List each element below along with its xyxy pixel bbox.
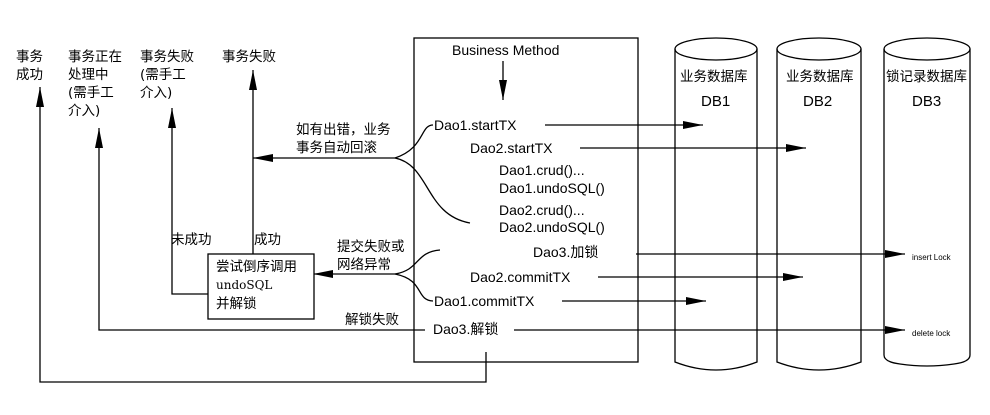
db1-label: 业务数据库 — [680, 69, 748, 85]
insert-lock-label: insert Lock — [912, 253, 951, 262]
undo-box-line1: 尝试倒序调用 — [216, 259, 297, 275]
step-dao2-commit: Dao2.commitTX — [470, 269, 571, 285]
outcome-failed: 事务失败 — [222, 49, 276, 65]
undo-box-line2: undoSQL — [216, 278, 273, 292]
step-dao3-unlock: Dao3.解锁 — [433, 321, 499, 337]
db2-label: 业务数据库 — [786, 69, 854, 85]
label-unlock-fail: 解锁失败 — [345, 312, 399, 328]
undo-box-line3: 并解锁 — [216, 296, 257, 312]
step-dao1-crud: Dao1.crud()... — [499, 162, 585, 178]
step-dao2-undo: Dao2.undoSQL() — [499, 219, 605, 235]
label-auto-rollback: 如有出错，业务 事务自动回滚 — [296, 122, 391, 156]
label-success: 成功 — [254, 232, 281, 248]
business-method-box — [413, 37, 639, 363]
step-dao1-start: Dao1.startTX — [434, 117, 517, 133]
step-dao1-commit: Dao1.commitTX — [434, 293, 535, 309]
db3-name: DB3 — [912, 93, 942, 110]
step-dao3-lock: Dao3.加锁 — [533, 244, 599, 260]
arrow-to-failed-manual — [168, 108, 208, 295]
business-method-title: Business Method — [452, 42, 560, 58]
outcome-success: 事务 成功 — [16, 49, 43, 83]
step-dao1-undo: Dao1.undoSQL() — [499, 180, 605, 196]
outcome-processing: 事务正在 处理中 (需手工 介入) — [68, 49, 122, 119]
db1-cylinder — [674, 37, 758, 371]
rollback-brace-top — [394, 124, 434, 159]
db2-cylinder — [776, 37, 862, 371]
db1-name: DB1 — [701, 93, 731, 110]
db3-label: 锁记录数据库 — [886, 69, 967, 85]
db2-name: DB2 — [803, 93, 833, 110]
step-dao2-crud: Dao2.crud()... — [499, 202, 585, 218]
arrow-to-success — [36, 87, 487, 383]
delete-lock-label: delete lock — [912, 329, 951, 338]
label-commit-fail: 提交失败或 网络异常 — [337, 239, 405, 273]
commitfail-brace-bottom — [394, 273, 434, 302]
undo-box — [207, 253, 315, 320]
outcome-failed-manual: 事务失败 (需手工 介入) — [140, 49, 194, 101]
arrow-to-processing — [95, 128, 425, 331]
step-dao2-start: Dao2.startTX — [470, 140, 553, 156]
commitfail-brace-top — [394, 249, 441, 275]
db3-cylinder — [883, 37, 971, 367]
rollback-brace-bottom — [394, 157, 471, 224]
label-not-success: 未成功 — [171, 232, 212, 248]
